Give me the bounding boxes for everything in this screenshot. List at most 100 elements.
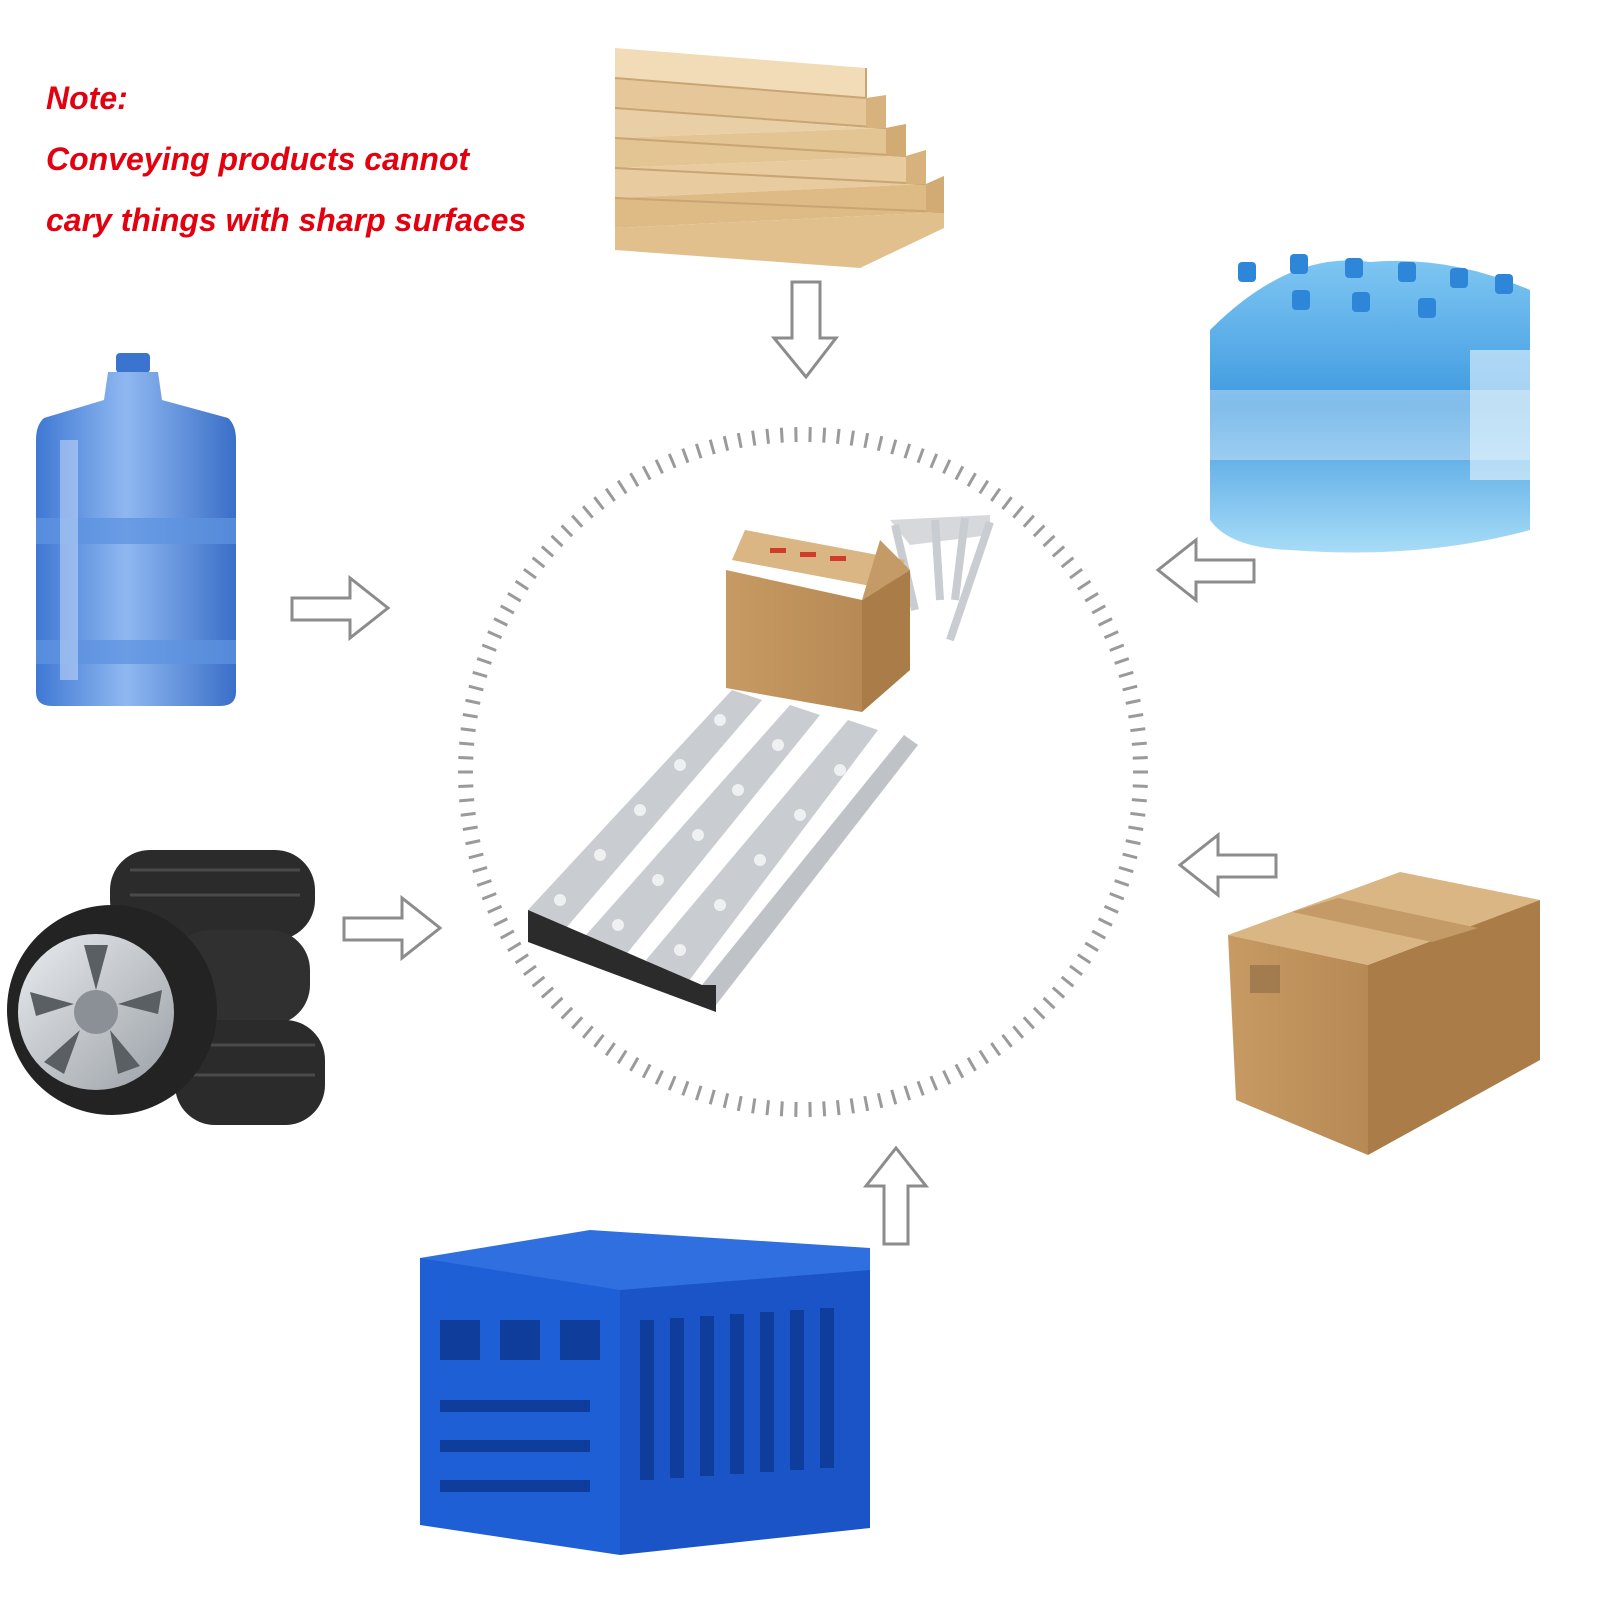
dial-tick [560, 1006, 574, 1020]
dial-tick [1001, 496, 1013, 511]
dial-tick [571, 1016, 584, 1030]
dial-tick [531, 975, 546, 988]
dial-tick [765, 428, 770, 444]
dial-tick [1132, 784, 1148, 788]
dial-tick [476, 657, 492, 665]
dial-tick [604, 1042, 616, 1057]
dial-tick [1001, 1033, 1013, 1048]
dial-tick [722, 1092, 730, 1109]
dial-tick [465, 698, 481, 705]
dial-tick [751, 430, 757, 446]
dial-tick [1114, 879, 1130, 887]
dial-tick [736, 432, 743, 449]
dial-tick [1069, 964, 1083, 976]
dial-tick [708, 439, 716, 455]
dial-tick [654, 459, 664, 475]
dial-tick [1077, 953, 1092, 965]
water-jug-icon [36, 353, 236, 706]
tire-stack-icon [7, 850, 325, 1125]
dial-tick [616, 1049, 628, 1065]
cardboard-box-icon [1228, 872, 1540, 1155]
dial-tick [722, 435, 730, 452]
dial-tick [593, 1033, 605, 1048]
dial-tick [468, 852, 484, 860]
dial-tick [629, 1057, 640, 1072]
note-text: Note: Conveying products cannot cary thi… [46, 68, 526, 251]
dial-tick [990, 487, 1002, 502]
dial-tick [694, 1085, 703, 1101]
dial-tick [1131, 798, 1147, 803]
dial-tick [916, 448, 925, 464]
dial-tick [978, 1049, 990, 1065]
dial-tick [1118, 865, 1134, 874]
dial-tick [990, 1042, 1002, 1057]
arrow-from-right-top-icon [1155, 536, 1256, 604]
dial-tick [954, 465, 965, 481]
dial-tick [616, 479, 628, 495]
dial-tick [460, 811, 476, 817]
dial-tick [641, 1063, 652, 1079]
roller-conveyor-icon [528, 515, 994, 1012]
water-bottle-pack-icon [1210, 254, 1530, 553]
dial-tick [863, 1095, 870, 1112]
dial-tick [929, 1075, 939, 1091]
dial-tick [540, 545, 555, 558]
dial-tick [863, 432, 870, 449]
dial-tick [465, 839, 481, 846]
dial-tick [1060, 556, 1075, 569]
dial-tick [1109, 643, 1125, 652]
dial-tick [890, 439, 898, 455]
dial-tick [1091, 604, 1107, 615]
dial-tick [459, 798, 475, 803]
dial-tick [836, 1100, 841, 1116]
dial-tick [581, 505, 594, 519]
dial-tick [481, 892, 497, 901]
note-line-2: cary things with sharp surfaces [46, 202, 527, 238]
dial-tick [1012, 1025, 1025, 1039]
dial-tick [929, 453, 939, 469]
dial-tick [966, 472, 977, 487]
dial-tick [876, 1092, 884, 1109]
dial-tick [708, 1089, 716, 1105]
arrow-from-left-top-icon [290, 574, 391, 642]
dial-tick [487, 904, 503, 914]
dial-tick [1125, 698, 1141, 705]
dial-tick [736, 1095, 743, 1112]
dial-tick [1051, 545, 1066, 558]
dial-tick [1131, 741, 1147, 746]
dial-tick [903, 1085, 912, 1101]
dial-tick [1032, 524, 1046, 538]
dial-tick [1032, 1006, 1046, 1020]
dial-tick [779, 1101, 784, 1117]
dial-tick [462, 712, 478, 719]
dial-tick [890, 1089, 898, 1105]
dial-tick [916, 1080, 925, 1096]
dial-tick [1103, 904, 1119, 914]
dial-tick [1125, 839, 1141, 846]
dial-tick [641, 465, 652, 481]
dial-tick [604, 487, 616, 502]
dial-tick [462, 825, 478, 832]
dial-tick [954, 1063, 965, 1079]
dial-tick [876, 435, 884, 452]
dial-tick [481, 643, 497, 652]
dial-tick [667, 453, 677, 469]
dial-tick [460, 727, 476, 733]
dial-ring [458, 427, 1148, 1117]
dial-tick [507, 941, 522, 953]
dial-tick [1069, 568, 1083, 580]
dial-tick [966, 1057, 977, 1072]
dial-tick [523, 964, 537, 976]
dial-tick [514, 579, 529, 591]
dial-tick [694, 443, 703, 459]
dial-tick [903, 443, 912, 459]
dial-tick [978, 479, 990, 495]
dial-tick [849, 1098, 855, 1114]
dial-tick [571, 514, 584, 528]
dial-tick [499, 604, 515, 615]
dial-tick [1042, 996, 1056, 1010]
dial-tick [1132, 756, 1148, 760]
dial-tick [942, 459, 952, 475]
dial-tick [593, 496, 605, 511]
